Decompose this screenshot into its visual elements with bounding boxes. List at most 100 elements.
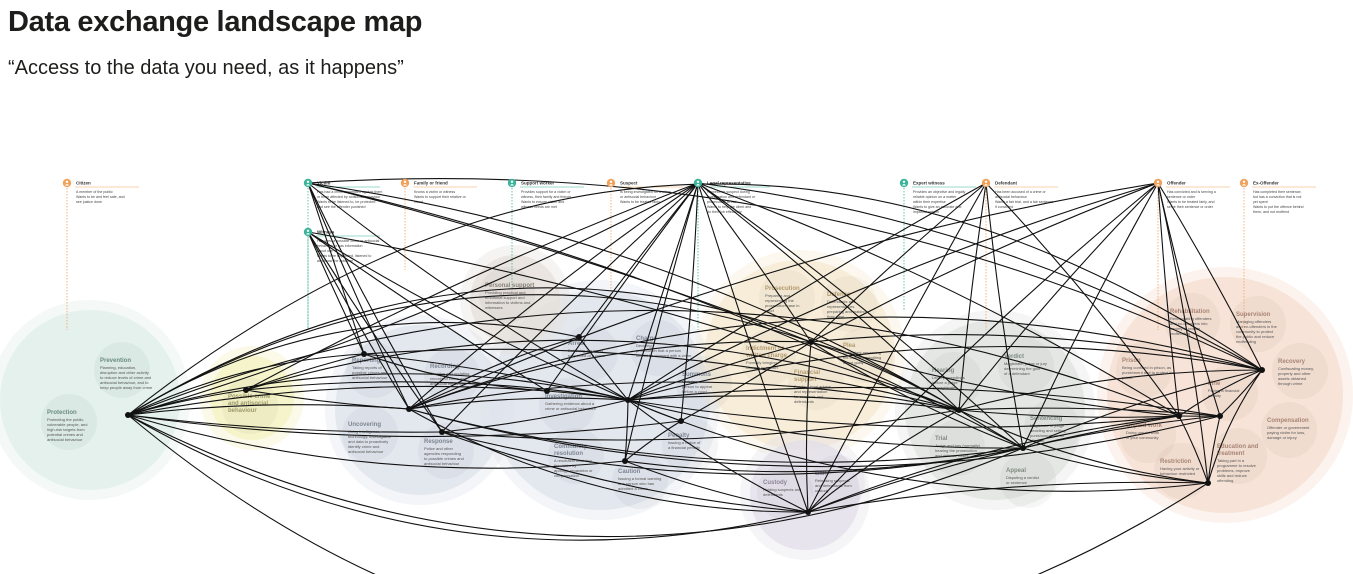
stage-description-line: Gathering evidence about a: [545, 401, 595, 406]
stage-description-line: antisocial behaviour: [430, 381, 466, 386]
connection-victim-court-hub: [307, 182, 960, 411]
connection-response-court-hub: [441, 409, 960, 441]
connection-offender-unpaid-hub: [1157, 182, 1180, 417]
connection-prevention-charge-hub: [127, 373, 629, 416]
persona-name: Witness: [317, 230, 335, 235]
stage-circle-prosecution: [759, 270, 815, 326]
persona-description-line: Is being investigated for a crime: [620, 190, 671, 194]
connection-crime-court-hub: [245, 339, 960, 411]
persona-name: Family or friend: [414, 181, 448, 186]
connection-legal-rep-crime: [245, 182, 699, 391]
connection-charge-hub-unpaid-hub: [627, 399, 1180, 428]
stage-description-line: Paying a financial: [1208, 388, 1239, 393]
connection-offender-court-hub: [958, 182, 1159, 411]
stage-description-line: reoffending: [1236, 339, 1256, 344]
connection-court-prep-hub-penalty: [680, 341, 812, 422]
stage-description-line: information to victims and: [485, 300, 530, 305]
connection-court-prep-hub-custody: [805, 341, 812, 513]
stage-description-line: records of crime and: [430, 376, 466, 381]
connection-offender-police-hub: [408, 182, 1159, 410]
stage-description-line: should be charged with a crime: [636, 353, 692, 358]
connection-witness-charge-hub: [307, 231, 629, 401]
stage-description-line: Funding legal advice: [794, 384, 831, 389]
zone-sentence: [1107, 277, 1343, 513]
connection-offender-restriction-hub: [1157, 182, 1209, 484]
persona-description-line: Has seen a possible crime or antisocial: [317, 239, 380, 243]
exchange-nodes: [125, 334, 1265, 515]
node-charge-hub: [625, 397, 631, 403]
stage-title: Defence: [827, 292, 851, 298]
connection-offender-sentencing: [1022, 182, 1159, 449]
connection-police-hub-recovery-hub: [408, 316, 1263, 410]
stage-description-line: penalty: [1208, 393, 1221, 398]
connection-caution-penalty: [624, 420, 682, 462]
connection-prevention-court-hub: [127, 287, 960, 416]
zone-personal-support: [470, 255, 560, 345]
stage-description-line: Deciding: [636, 343, 652, 348]
persona-description-line: antisocial behaviour: [995, 195, 1028, 199]
connection-charge-hub-custody: [627, 399, 809, 513]
stage-description-line: possible crimes and: [352, 370, 387, 375]
connection-custody-unpaid-hub: [807, 415, 1180, 513]
stage-description-line: a financial penalty: [668, 445, 700, 450]
stage-description-line: to possible crimes and: [424, 456, 464, 461]
person-icon: [981, 178, 991, 188]
stage-description-line: Defendant answering: [843, 350, 881, 355]
persona-name: Legal representative: [707, 181, 751, 186]
stage-description-line: vulnerable people, and: [47, 422, 87, 427]
stage-description-line: Managing offenders: [1236, 319, 1271, 324]
stage-circle-supervision: [1230, 296, 1286, 352]
node-custody: [805, 509, 811, 515]
stage-description-line: Protecting the public,: [47, 417, 84, 422]
connection-custody-restriction-hub: [807, 481, 1209, 513]
stage-description-line: charges in a court: [746, 365, 779, 370]
stage-title: Fine: [1208, 381, 1221, 387]
stage-description-line: preparing and making: [827, 309, 866, 314]
stage-description-line: witnesses: [485, 305, 503, 310]
node-response: [439, 429, 445, 435]
stage-title: Investigation: [545, 394, 582, 400]
connection-court-hub-restriction-hub: [958, 409, 1209, 484]
stage-title: Uncovering: [348, 422, 381, 428]
stage-title: Bail: [815, 471, 826, 477]
connection-unpaid-hub-restriction-hub: [1178, 415, 1209, 484]
stage-description-line: of a defendant: [1004, 371, 1030, 376]
connection-legal-rep-recovery-hub: [697, 182, 1263, 371]
connection-charge-hub-penalty: [627, 399, 682, 422]
persona-description-line: Wants to put the offence behind: [1253, 205, 1304, 209]
stage-description-line: Releasing suspects: [815, 478, 850, 483]
persona-description-line: and know the outcome: [317, 259, 353, 263]
stage-circle-education-and-treatment: [1211, 428, 1267, 484]
stage-description-line: paying victim for loss,: [1267, 430, 1305, 435]
stage-title: support: [794, 377, 816, 383]
connection-restriction-hub-recovery-hub: [1207, 369, 1263, 484]
persona-description-line: Has been accused of a crime or: [995, 190, 1047, 194]
connection-charge-hub-sentencing: [627, 399, 1024, 449]
node-reporting: [361, 351, 367, 357]
stage-title: Prevention: [100, 358, 131, 364]
connection-charge-hub-arrest: [578, 336, 629, 401]
connection-sentencing-fine-hub: [1022, 415, 1221, 449]
person-icon: [693, 178, 703, 188]
stage-description-line: the public and reduce: [1236, 334, 1275, 339]
connection-witness-court-hub: [307, 231, 960, 411]
persona-description-line: Provides an objective and legally: [913, 190, 966, 194]
stage-title: behaviour: [228, 408, 257, 414]
stage-description-line: Formally bringing: [746, 360, 777, 365]
connection-legal-rep-arrest: [578, 182, 699, 338]
stage-description-line: problems, improve: [1217, 468, 1251, 473]
person-icon: [303, 227, 313, 237]
node-sentencing: [1020, 445, 1026, 451]
connection-legal-rep-penalty: [680, 182, 699, 422]
stage-description-line: to reduce levels of crime and: [100, 375, 151, 380]
stage-description-line: suspected of a crime: [568, 353, 606, 358]
connection-victim-court-prep-hub: [307, 182, 812, 343]
stage-description-line: punishments for an: [1030, 433, 1064, 438]
connection-defendant-court-hub: [958, 182, 987, 411]
